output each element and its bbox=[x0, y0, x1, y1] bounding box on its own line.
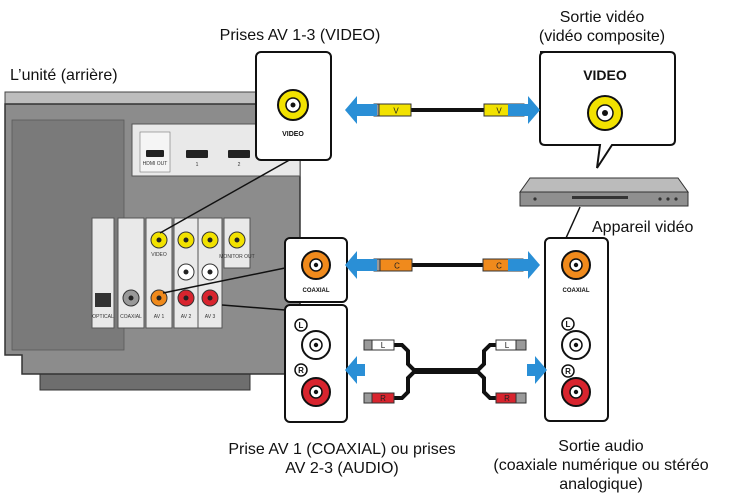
video-arrow-right bbox=[508, 96, 540, 124]
right-plug-label-device: R bbox=[504, 394, 510, 403]
rear-av2-text: AV 2 bbox=[181, 314, 192, 320]
video-device-label: Appareil vidéo bbox=[592, 219, 694, 236]
audio-arrow-right bbox=[527, 356, 547, 384]
stereo-cable: L R L R bbox=[363, 339, 527, 404]
coaxial-plug-label-right: C bbox=[496, 262, 502, 271]
av-coaxial-jack-box: COAXIAL bbox=[284, 237, 348, 303]
video-cable: V V bbox=[373, 103, 525, 117]
av-coaxial-label-line2: AV 2-3 (AUDIO) bbox=[285, 460, 399, 477]
rear-hdmi-1-text: 1 bbox=[196, 162, 199, 168]
coaxial-jack-label-right: COAXIAL bbox=[563, 288, 590, 294]
av-coaxial-label-line1: Prise AV 1 (COAXIAL) ou prises bbox=[228, 441, 456, 458]
coaxial-plug-label-left: C bbox=[394, 262, 400, 271]
video-arrow-left bbox=[345, 96, 377, 124]
rear-av3-text: AV 3 bbox=[205, 314, 216, 320]
device-coaxial-audio-jack-box: COAXIAL L R bbox=[544, 237, 609, 422]
pointer-lines bbox=[159, 157, 294, 311]
left-channel-label-device: L bbox=[566, 320, 571, 329]
audio-output-subtitle: (coaxiale numérique ou stéréo bbox=[493, 457, 709, 474]
coaxial-cable: C C bbox=[373, 258, 524, 272]
coaxial-jack-label-left: COAXIAL bbox=[303, 288, 330, 294]
right-plug-label-receiver: R bbox=[380, 394, 386, 403]
left-plug-label-device: L bbox=[505, 341, 510, 350]
video-plug-label-right: V bbox=[496, 107, 502, 116]
av-video-jack-box: VIDEO bbox=[255, 51, 332, 161]
video-output-subtitle: (vidéo composite) bbox=[538, 28, 666, 45]
audio-output-title: Sortie audio bbox=[558, 438, 644, 455]
rear-video-text: VIDEO bbox=[151, 252, 167, 258]
audio-output-subtitle-2: analogique) bbox=[559, 476, 643, 493]
video-output-jack-box: VIDEO bbox=[539, 51, 676, 169]
right-channel-label-device: R bbox=[565, 367, 571, 376]
right-channel-label-receiver: R bbox=[298, 366, 304, 375]
rear-hdmi-2-text: 2 bbox=[238, 162, 241, 168]
rear-optical-text: OPTICAL bbox=[92, 314, 114, 320]
rear-coaxial-text: COAXIAL bbox=[120, 314, 142, 320]
video-jack-label-large: VIDEO bbox=[583, 67, 627, 83]
coaxial-arrow-right bbox=[508, 251, 540, 279]
video-output-title: Sortie vidéo bbox=[559, 9, 645, 26]
video-player-device bbox=[519, 177, 689, 207]
av-jacks-video-label: Prises AV 1-3 (VIDEO) bbox=[219, 27, 381, 44]
video-plug-label-left: V bbox=[393, 107, 399, 116]
receiver-rear-panel: HDMI OUT 1 2 OPTICAL COAXIAL VIDEO MONIT… bbox=[4, 91, 306, 391]
audio-arrow-left bbox=[345, 356, 365, 384]
unit-rear-label: L’unité (arrière) bbox=[10, 67, 118, 84]
av-audio-lr-jack-box: L R bbox=[284, 304, 348, 423]
rear-monitor-out-text: MONITOR OUT bbox=[219, 254, 254, 260]
video-jack-label-small: VIDEO bbox=[282, 131, 304, 138]
rear-hdmi-out-text: HDMI OUT bbox=[143, 161, 168, 167]
device-pointer-line bbox=[565, 206, 581, 239]
rear-av1-text: AV 1 bbox=[154, 314, 165, 320]
left-channel-label-receiver: L bbox=[299, 321, 304, 330]
coaxial-arrow-left bbox=[345, 251, 377, 279]
left-plug-label-receiver: L bbox=[381, 341, 386, 350]
